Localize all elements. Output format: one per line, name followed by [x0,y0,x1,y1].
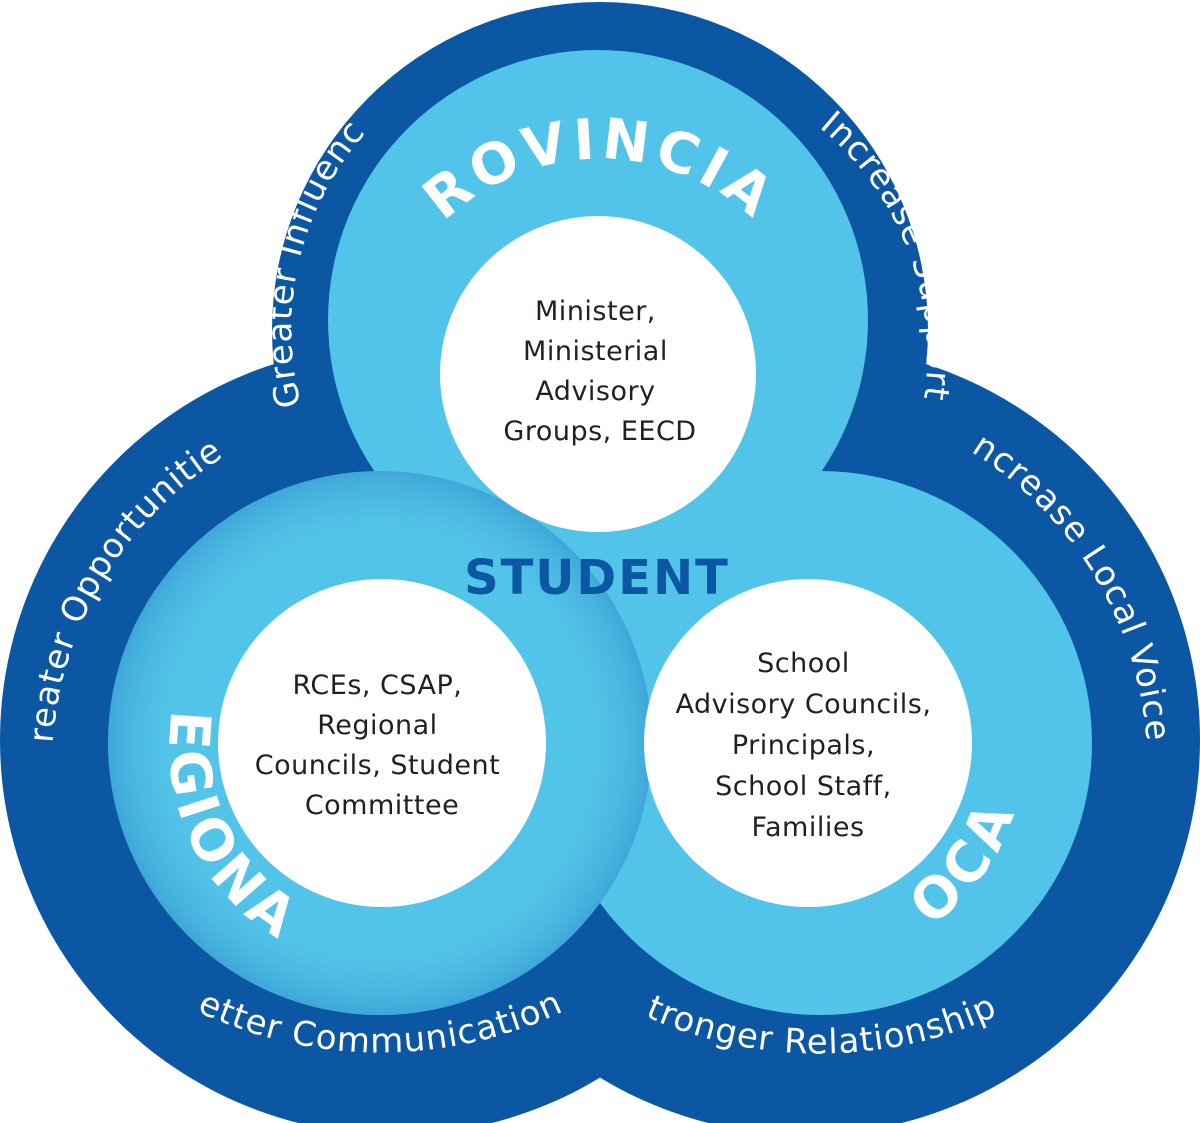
local-line: School Staff, [715,771,892,802]
inner-provincial [440,216,756,532]
local-members: School Advisory Councils, Principals, Sc… [675,648,940,843]
provincial-line: Groups, EECD [503,416,696,447]
regional-members: RCEs, CSAP, Regional Councils, Student C… [255,670,510,821]
regional-line: Regional [317,710,437,741]
inner-local [644,579,972,907]
regional-line: Councils, Student [255,750,500,781]
regional-line: Committee [305,790,459,821]
local-line: Families [751,812,864,843]
inner-circles [218,216,972,907]
label-student: STUDENT [464,550,730,606]
local-line: School [757,648,850,679]
local-line: Advisory Councils, [675,689,931,720]
local-line: Principals, [732,730,875,761]
provincial-line: Ministerial [523,336,668,367]
provincial-members: Minister, Ministerial Advisory Groups, E… [503,296,696,447]
regional-line: RCEs, CSAP, [293,670,463,701]
provincial-line: Minister, [535,296,656,327]
inner-regional [218,579,546,907]
provincial-line: Advisory [535,376,655,407]
